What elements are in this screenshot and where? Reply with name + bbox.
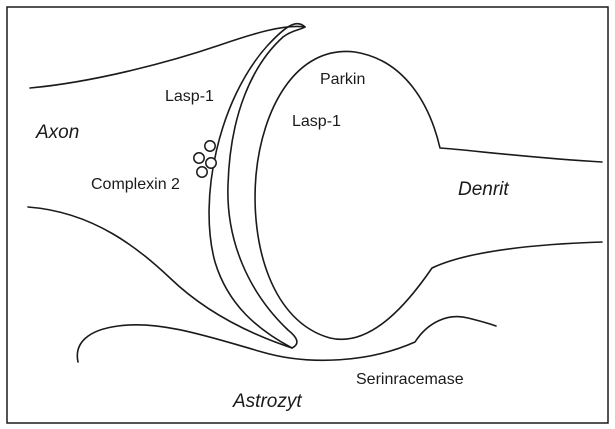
- synaptic-vesicle: [194, 153, 204, 163]
- parkin-label: Parkin: [320, 71, 365, 88]
- synaptic-vesicle: [205, 141, 215, 151]
- complexin-label: Complexin 2: [91, 176, 180, 193]
- denrit-label: Denrit: [458, 179, 509, 200]
- axon-upper-membrane: [30, 26, 305, 88]
- presynaptic-terminal: [209, 24, 305, 348]
- serinracemase-label: Serinracemase: [356, 371, 464, 388]
- synaptic-vesicle: [206, 158, 216, 168]
- axon-label: Axon: [35, 122, 79, 143]
- dendritic-spine: [255, 51, 602, 339]
- lasp-presynaptic-label: Lasp-1: [165, 88, 214, 105]
- synaptic-vesicle: [197, 167, 207, 177]
- astrocyte-membrane: [77, 317, 496, 362]
- astrozyt-label: Astrozyt: [232, 391, 302, 412]
- lasp-postsynaptic-label: Lasp-1: [292, 113, 341, 130]
